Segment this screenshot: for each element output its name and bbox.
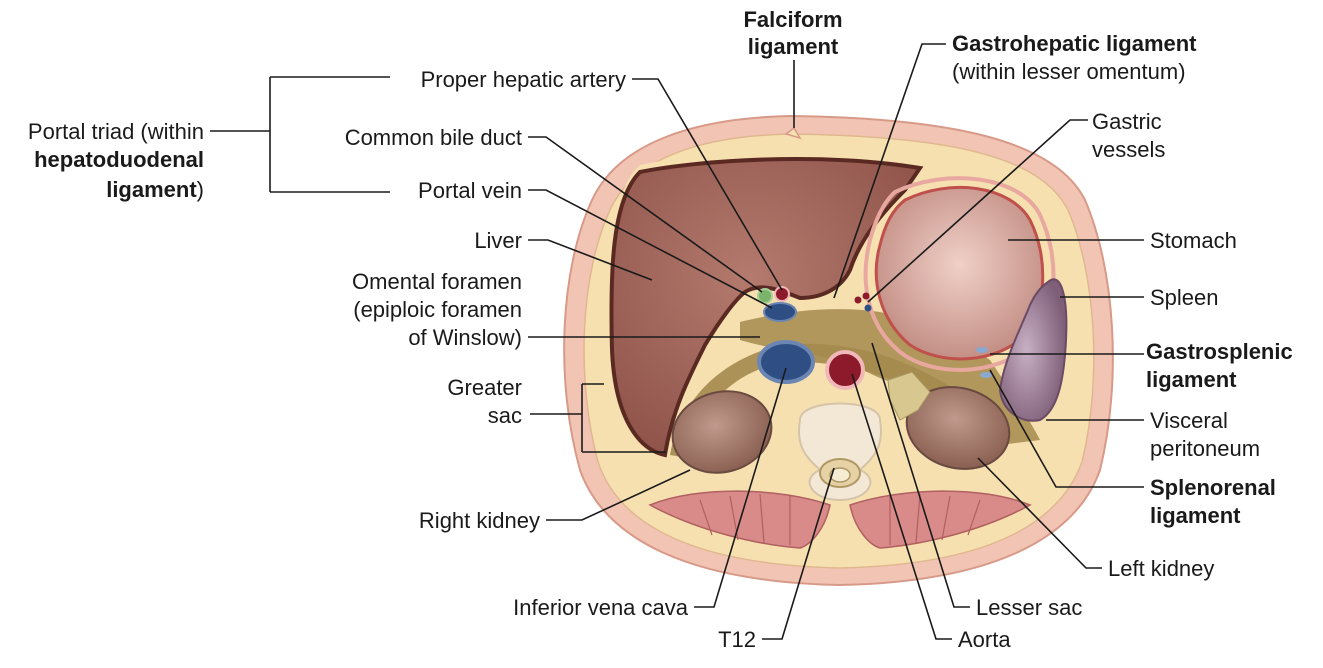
label-falciform-2: ligament <box>748 34 839 59</box>
label-stomach: Stomach <box>1150 228 1237 253</box>
label-splenorenal-2: ligament <box>1150 503 1241 528</box>
label-visceral-peritoneum-2: peritoneum <box>1150 436 1260 461</box>
stomach <box>874 185 1045 361</box>
label-right-kidney: Right kidney <box>419 508 540 533</box>
label-proper-hepatic-artery: Proper hepatic artery <box>421 67 626 92</box>
back-muscle-lines <box>699 493 981 545</box>
stomach-wall-outer <box>863 176 1056 372</box>
label-spleen: Spleen <box>1150 285 1219 310</box>
label-omental-foramen-1: Omental foramen <box>352 269 522 294</box>
leader-lines <box>210 43 1144 640</box>
label-gastrosplenic-1: Gastrosplenic <box>1146 339 1293 364</box>
aorta <box>825 350 865 390</box>
label-aorta: Aorta <box>958 627 1011 652</box>
spleen <box>998 278 1068 422</box>
label-common-bile-duct: Common bile duct <box>345 125 522 150</box>
label-gastrohepatic-1: Gastrohepatic ligament <box>952 31 1197 56</box>
label-portal-triad-3b: ) <box>197 177 204 202</box>
label-greater-sac-1: Greater <box>447 375 522 400</box>
liver <box>609 157 924 458</box>
label-inferior-vena-cava: Inferior vena cava <box>513 595 689 620</box>
gastric-artery-2 <box>862 292 870 300</box>
label-omental-foramen-3: of Winslow) <box>408 325 522 350</box>
label-splenorenal-1: Splenorenal <box>1150 475 1276 500</box>
label-portal-triad-3: ligament) <box>106 177 204 202</box>
label-gastrohepatic-2: (within lesser omentum) <box>952 59 1186 84</box>
inferior-vena-cava <box>757 340 815 384</box>
label-liver: Liver <box>474 228 522 253</box>
label-portal-vein: Portal vein <box>418 178 522 203</box>
posterior-peritoneum <box>670 343 1005 458</box>
label-t12: T12 <box>718 627 756 652</box>
label-visceral-peritoneum-1: Visceral <box>1150 408 1228 433</box>
label-greater-sac-2: sac <box>488 403 522 428</box>
gastric-vein <box>864 304 872 312</box>
label-portal-triad-2: hepatoduodenal <box>34 147 204 172</box>
gastric-artery <box>854 296 862 304</box>
label-falciform-1: Falciform <box>743 7 842 32</box>
label-left-kidney: Left kidney <box>1108 556 1214 581</box>
splenic-vessels <box>980 372 992 378</box>
label-gastric-vessels-2: vessels <box>1092 137 1165 162</box>
label-gastrosplenic-2: ligament <box>1146 367 1237 392</box>
label-gastric-vessels-1: Gastric <box>1092 109 1162 134</box>
label-portal-triad-3a: ligament <box>106 177 197 202</box>
short-gastric-vessels <box>976 347 988 353</box>
proper-hepatic-artery <box>774 286 790 302</box>
label-portal-triad-1: Portal triad (within <box>28 119 204 144</box>
back-muscles-right <box>849 490 1032 549</box>
label-omental-foramen-2: (epiploic foramen <box>353 297 522 322</box>
falciform-ligament-shape <box>784 126 802 140</box>
label-lesser-sac: Lesser sac <box>976 595 1082 620</box>
spinal-cord <box>829 467 851 483</box>
